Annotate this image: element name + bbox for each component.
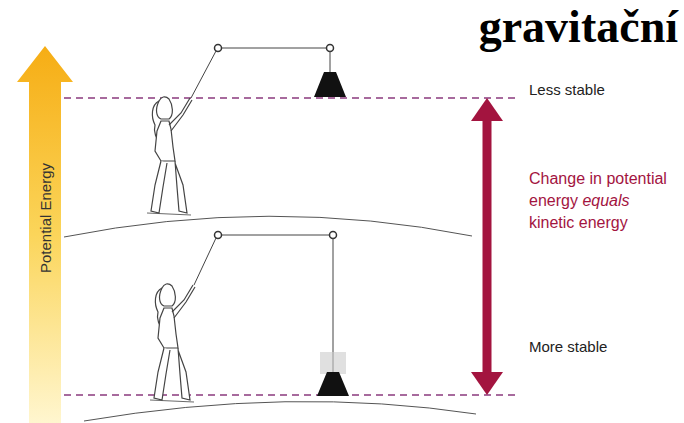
rope <box>191 51 216 98</box>
change-label: Change in potential energy equals kineti… <box>529 168 679 234</box>
pulley <box>330 232 337 239</box>
person-figure <box>147 97 192 215</box>
rope <box>194 238 216 285</box>
potential-energy-arrow <box>17 46 73 423</box>
rope <box>330 51 331 72</box>
ground-arc <box>64 216 472 237</box>
rope <box>333 238 334 372</box>
title: gravitační <box>479 0 678 54</box>
pulley-bar <box>218 48 330 49</box>
pulley <box>215 232 222 239</box>
level-line <box>64 394 516 396</box>
person-figure <box>150 284 195 402</box>
pulley <box>327 45 334 52</box>
level-line <box>64 97 516 99</box>
energy-change-arrow <box>483 116 492 377</box>
weight <box>317 372 349 396</box>
pulley-bar <box>218 235 333 236</box>
arrow-head <box>471 98 503 121</box>
weight <box>314 72 346 97</box>
motion-blur <box>320 352 346 374</box>
axis-label: Potential Energy <box>36 163 55 273</box>
level-label: More stable <box>529 337 607 356</box>
pulley <box>215 45 222 52</box>
level-label: Less stable <box>529 80 605 99</box>
ground-arc <box>84 402 476 421</box>
arrow-head <box>471 372 503 395</box>
